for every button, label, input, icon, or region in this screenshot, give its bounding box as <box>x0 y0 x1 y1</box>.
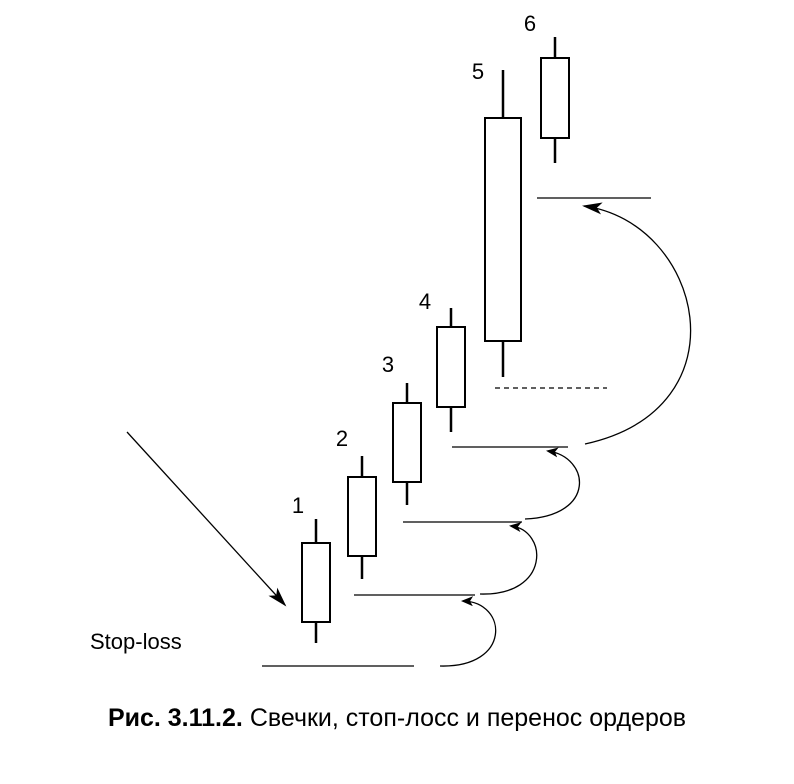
transfer-arrow-2 <box>479 522 538 595</box>
candle-1-body <box>301 542 331 623</box>
candle-6-body <box>540 57 570 139</box>
candlestick-diagram: 1 2 3 4 5 6 Stop- <box>90 11 692 667</box>
candle-4-label: 4 <box>419 289 431 314</box>
candle-2-body <box>347 476 377 557</box>
candle-5-body <box>484 117 522 342</box>
figure-caption: Рис. 3.11.2. Свечки, стоп-лосс и перенос… <box>0 704 794 733</box>
candle-4-body <box>436 326 466 408</box>
transfer-arrow-4 <box>582 202 692 445</box>
candle-3-body <box>392 402 422 483</box>
candle-4 <box>436 308 466 432</box>
candle-6 <box>540 37 570 163</box>
figure-caption-text: Свечки, стоп-лосс и перенос ордеров <box>249 704 687 732</box>
transfer-arrow-3 <box>524 447 580 520</box>
candle-5 <box>484 70 522 377</box>
candle-2-label: 2 <box>336 426 348 451</box>
figure-number: Рис. 3.11.2. <box>107 704 243 732</box>
candle-1-label: 1 <box>292 493 304 518</box>
transfer-arrow-1 <box>439 596 497 667</box>
candle-2 <box>347 456 377 579</box>
stop-loss-label: Stop-loss <box>90 629 182 654</box>
candle-6-label: 6 <box>524 11 536 36</box>
candle-1 <box>301 519 331 643</box>
candle-3 <box>392 383 422 505</box>
candle-5-label: 5 <box>472 59 484 84</box>
stop-loss-pointer-arrow <box>126 431 287 607</box>
candle-3-label: 3 <box>382 352 394 377</box>
